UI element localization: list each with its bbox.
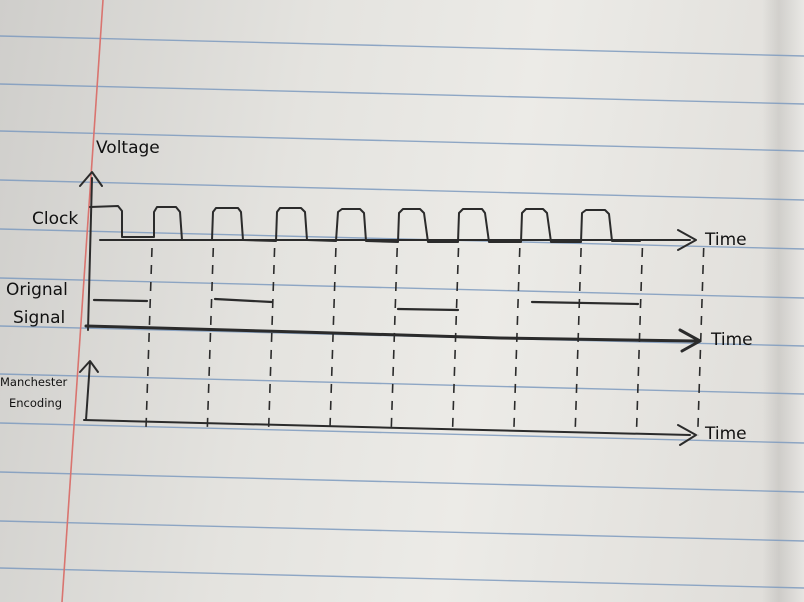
ruled-line	[0, 520, 804, 542]
clock-waveform	[89, 205, 641, 243]
clock-edge-markers	[145, 247, 705, 436]
clock-edge-marker	[451, 247, 460, 433]
page-edge-shadow	[762, 0, 804, 602]
ruled-line	[0, 179, 804, 201]
original-signal-segments	[92, 297, 640, 312]
ruled-line	[0, 130, 804, 152]
ruled-line	[0, 471, 804, 493]
clock-edge-marker	[635, 247, 644, 435]
manchester-row-label-line2: Encoding	[9, 396, 62, 410]
clock-edge-marker	[267, 247, 276, 430]
manchester-axis	[79, 360, 99, 421]
ruled-line	[0, 567, 804, 589]
voltage-axis	[79, 171, 103, 331]
clock-edge-marker	[574, 247, 582, 434]
notebook-ruled-lines	[0, 35, 804, 589]
clock-edge-marker	[145, 247, 153, 429]
time-axis-label-manchester: Time	[705, 424, 747, 444]
clock-edge-marker	[390, 247, 398, 432]
original-row-label-line2: Signal	[13, 308, 66, 328]
ruled-line	[0, 277, 804, 299]
margin-line	[61, 0, 104, 602]
ruled-line	[0, 35, 804, 57]
original-signal-time-axis	[84, 324, 702, 353]
manchester-time-axis	[83, 419, 697, 446]
voltage-axis-label: Voltage	[96, 138, 160, 158]
original-row-label-line1: Orignal	[6, 280, 68, 300]
clock-edge-marker	[696, 247, 705, 436]
pencil-sketch	[79, 171, 702, 446]
time-axis-label-clock: Time	[705, 230, 747, 250]
clock-edge-marker	[513, 247, 521, 433]
time-axis-label-original: Time	[711, 330, 753, 350]
manchester-row-label-line1: Manchester	[0, 375, 68, 389]
clock-time-axis	[99, 229, 697, 251]
ruled-line	[0, 373, 804, 395]
clock-edge-marker	[206, 247, 215, 429]
clock-row-label: Clock	[32, 209, 79, 229]
ruled-line	[0, 422, 804, 444]
ruled-line	[0, 83, 804, 105]
clock-edge-marker	[329, 247, 337, 431]
